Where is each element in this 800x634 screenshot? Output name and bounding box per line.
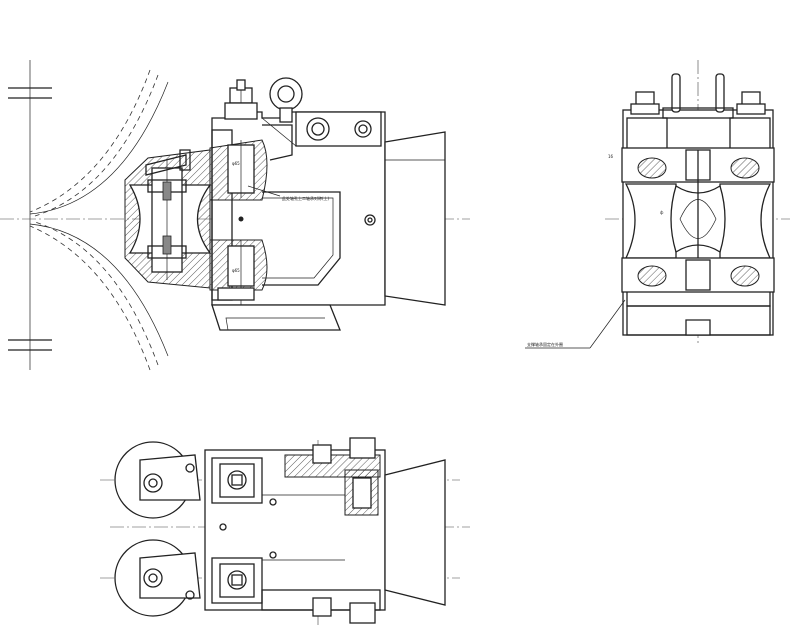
bell-housing — [384, 131, 446, 306]
side-screw — [364, 214, 376, 226]
top-clamp-block — [295, 111, 382, 147]
side-view: 16 ф 支撑轴承固定在外圈 — [525, 60, 790, 349]
eye-bolt-ring — [269, 77, 303, 111]
roller-left — [128, 184, 159, 254]
roller-right — [177, 184, 212, 254]
rolling-arc-upper — [29, 69, 151, 213]
side-dim-left: 16 — [608, 154, 614, 159]
dim-upper-bore: φ65 — [232, 161, 240, 166]
dim-lower-bore: φ65 — [232, 268, 240, 273]
leader-line — [589, 299, 626, 349]
bent-arm — [262, 191, 341, 286]
front-note: 此处轴孔上二轴承对称(上) — [282, 195, 330, 201]
top-view — [100, 437, 470, 625]
front-view: φ65 φ65 此处轴孔上二轴承对称(上) — [0, 60, 470, 371]
side-leader-note: 支撑轴承固定在外圈 — [527, 341, 563, 347]
rolling-arc-lower — [29, 225, 151, 371]
side-dim-mid: ф — [660, 210, 664, 215]
eye-rod-right — [715, 73, 725, 113]
eye-rod-left — [671, 73, 681, 113]
top-bell-housing — [384, 459, 446, 606]
base-foot — [211, 304, 341, 331]
